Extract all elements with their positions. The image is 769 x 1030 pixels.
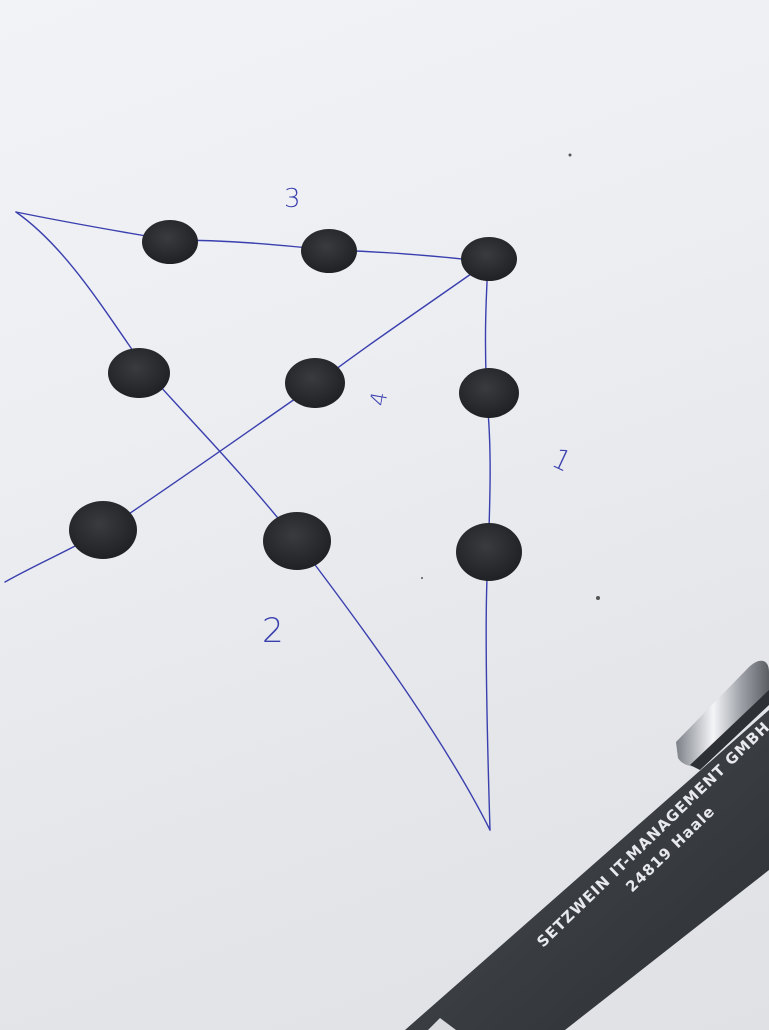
dot-r1c3 [461,237,517,281]
dot-r1c2 [301,229,357,273]
line-3 [15,211,489,263]
step-label-4: 4 [366,390,393,408]
pen-chrome-band [428,1018,456,1030]
paper-specks [421,153,600,600]
step-label-2: 2 [262,611,284,651]
dot-grid [69,220,522,581]
pen: SETZWEIN IT-MANAGEMENT GMBH 24819 Haale [405,660,769,1030]
pen-clip [676,660,769,767]
speck [568,153,572,157]
dot-r3c2 [263,512,331,570]
dot-r2c3 [459,368,519,418]
step-label-1: 1 [547,441,577,478]
speck [421,577,423,579]
speck [596,596,600,600]
dot-r1c1 [142,220,198,264]
ink-lines [4,211,491,831]
line-4 [4,261,489,583]
dot-r3c1 [69,501,137,559]
pen-body [405,710,769,1030]
dot-r2c1 [108,348,170,398]
pen-clip-shadow [690,690,769,770]
line-1 [484,261,491,831]
step-label-3: 3 [284,184,301,214]
dot-r3c3 [456,523,522,581]
dot-r2c2 [285,358,345,408]
line-2 [15,211,491,831]
